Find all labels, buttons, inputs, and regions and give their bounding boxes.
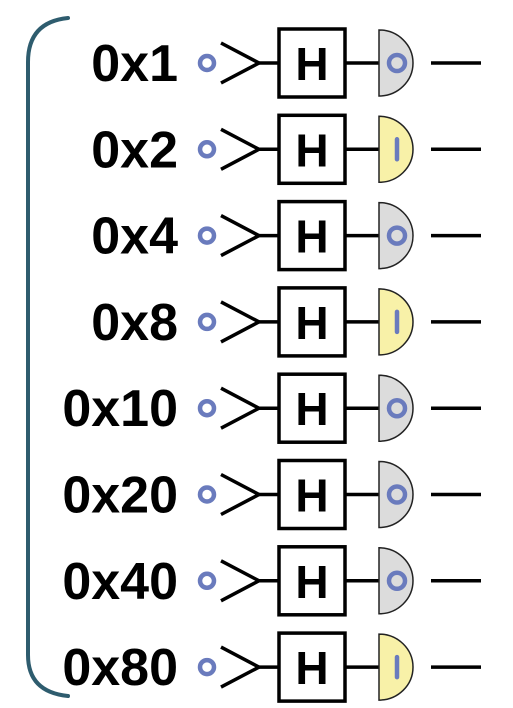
input-chevron: [220, 645, 263, 689]
hadamard-gate: [277, 631, 347, 703]
input-chevron: [220, 214, 263, 258]
gate-label: H: [295, 211, 328, 263]
input-chevron: [220, 386, 263, 430]
qubit-label: 0x8: [91, 294, 178, 352]
zero-ring-icon: [386, 397, 408, 419]
measure-zero-icon: [378, 374, 414, 442]
qubit-row: 0x2 H: [91, 113, 481, 186]
input-chevron: [220, 559, 263, 603]
ket-zero-icon: [197, 226, 217, 245]
ket-zero-icon: [197, 140, 217, 159]
qubit-row: 0x8 H: [91, 286, 481, 358]
qubit-row: 0x10 H: [62, 372, 481, 444]
gate-label: H: [295, 38, 328, 90]
qubit-label: 0x10: [62, 380, 178, 438]
measure-zero-icon: [378, 547, 414, 615]
ket-zero-icon: [197, 485, 217, 504]
measure-zero-icon: [378, 29, 414, 97]
qubit-label: 0x20: [62, 467, 178, 525]
ket-zero-icon: [197, 657, 217, 677]
zero-ring-icon: [386, 52, 408, 74]
gate-label: H: [295, 642, 328, 694]
measure-zero-icon: [378, 460, 414, 529]
zero-ring-icon: [386, 570, 408, 592]
input-chevron: [220, 300, 263, 344]
gate-label: H: [295, 297, 328, 349]
measure-zero-icon: [378, 201, 414, 270]
ket-zero-icon: [197, 571, 217, 591]
qubit-label: 0x2: [91, 121, 178, 179]
gate-label: H: [295, 470, 328, 522]
input-chevron: [220, 41, 263, 85]
qubit-row: 0x4 H: [91, 199, 481, 272]
qubit-row: 0x40 H: [62, 545, 481, 617]
register-bracket: [26, 16, 70, 698]
hadamard-gate: [277, 545, 347, 617]
hadamard-gate: [277, 113, 347, 186]
zero-ring-icon: [386, 484, 408, 505]
hadamard-gate: [277, 286, 347, 358]
ket-zero-icon: [197, 312, 217, 332]
zero-ring-icon: [386, 225, 408, 246]
gate-label: H: [295, 556, 328, 608]
gate-label: H: [295, 124, 328, 176]
qubit-row: 0x1 H: [91, 27, 481, 99]
qubit-label: 0x1: [91, 35, 178, 93]
input-chevron: [220, 472, 263, 517]
qubit-row: 0x20 H: [62, 458, 481, 531]
input-chevron: [220, 127, 263, 171]
ket-zero-icon: [197, 398, 217, 418]
qubit-label: 0x40: [62, 553, 178, 611]
qubit-row: 0x80 H: [62, 631, 481, 703]
qubit-label: 0x4: [91, 208, 178, 266]
gate-label: H: [295, 383, 328, 435]
qubit-label: 0x80: [62, 639, 178, 697]
ket-zero-icon: [197, 53, 217, 73]
